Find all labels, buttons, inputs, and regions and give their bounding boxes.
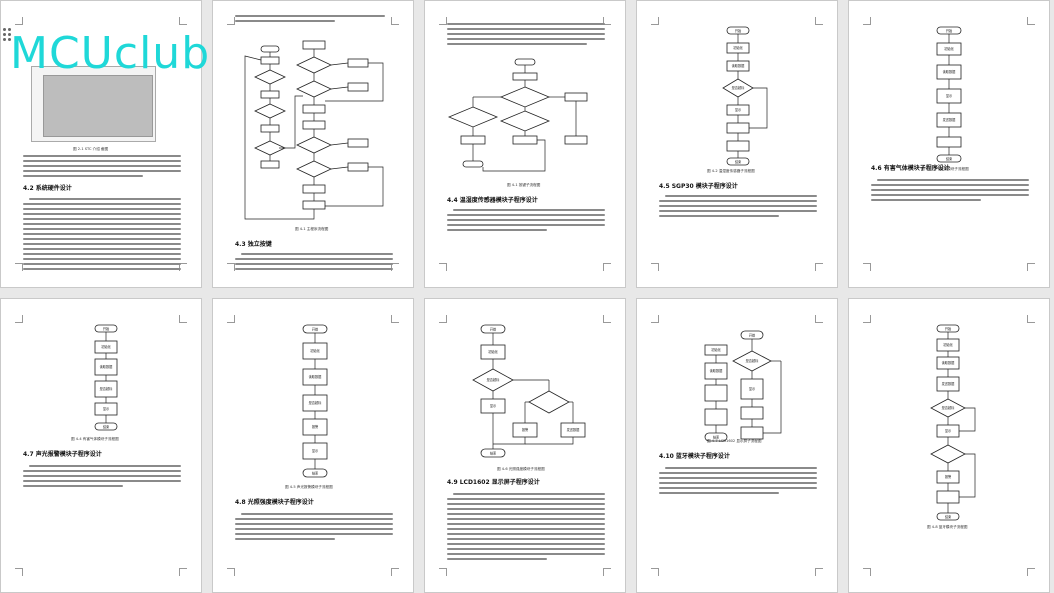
harmful-gas-flowchart: 开始 初始化 读取数据 是否超标 显示 结束 [94, 324, 118, 431]
page-1[interactable]: 图 2-1 STC 介绍 截图 4.2 系统硬件设计 [0, 0, 202, 288]
figure-caption: 图 4-8 蓝牙模块子流程图 [927, 525, 968, 529]
section-heading: 4.2 系统硬件设计 [23, 185, 72, 192]
svg-text:显示: 显示 [103, 407, 109, 411]
svg-text:是否超标: 是否超标 [309, 400, 323, 405]
svg-text:结束: 结束 [312, 471, 319, 476]
svg-text:报警: 报警 [945, 474, 952, 479]
page-8[interactable]: 开始 初始化 是否超标 显示 报警 发送数据 结束 [424, 298, 626, 593]
flow-start-label: 开始 [735, 28, 742, 33]
svg-text:初始化: 初始化 [944, 46, 954, 51]
section-heading: 4.9 LCD1602 显示屏子程序设计 [447, 479, 540, 486]
svg-text:显示: 显示 [749, 387, 755, 391]
svg-text:读取数据: 读取数据 [710, 368, 724, 373]
svg-text:初始化: 初始化 [101, 344, 111, 349]
svg-text:显示: 显示 [490, 404, 496, 408]
svg-text:结束: 结束 [103, 424, 110, 429]
figure-caption: 图 4-1 主程序流程图 [295, 227, 329, 231]
page-7[interactable]: 开始 初始化 读取数据 是否超标 报警 显示 结束 图 4-5 声光报警模块子流… [212, 298, 414, 593]
svg-text:报警: 报警 [522, 427, 529, 432]
svg-text:显示: 显示 [945, 429, 951, 433]
svg-text:显示: 显示 [735, 108, 741, 112]
light-intensity-flowchart: 开始 初始化 是否超标 显示 报警 发送数据 结束 [472, 324, 586, 458]
svg-text:初始化: 初始化 [943, 342, 953, 347]
figure-caption: 图 4-2 温湿度传感器子流程图 [707, 169, 755, 173]
svg-text:开始: 开始 [945, 326, 952, 331]
svg-text:初始化: 初始化 [310, 348, 320, 353]
page-6[interactable]: 开始 初始化 读取数据 是否超标 显示 结束 图 4-4 有害气体模块子流程图 … [0, 298, 202, 593]
svg-text:结束: 结束 [713, 435, 720, 440]
section-heading: 4.8 光照强度模块子程序设计 [235, 499, 314, 506]
figure-caption: 图 4-4 有害气体模块子流程图 [71, 437, 119, 441]
svg-text:读取数据: 读取数据 [309, 374, 323, 379]
figure-caption: 图 4-1 按键子流程图 [507, 183, 541, 187]
section-heading: 4.3 独立按键 [235, 241, 272, 248]
svg-text:初始化: 初始化 [733, 45, 743, 50]
svg-text:初始化: 初始化 [711, 347, 721, 352]
figure-caption: 图 4-7 LCD1602 显示屏子流程图 [707, 439, 762, 443]
svg-text:是否超标: 是否超标 [732, 85, 746, 90]
page-3[interactable]: 图 4-1 按键子流程图 4.4 温湿度传感器模块子程序设计 [424, 0, 626, 288]
air-quality-flowchart: 开始 初始化 读取数据 显示 发送数据 结束 [936, 26, 962, 163]
svg-text:报警: 报警 [312, 424, 319, 429]
svg-text:开始: 开始 [946, 28, 953, 33]
svg-text:初始化: 初始化 [488, 349, 498, 354]
sound-light-alarm-flowchart: 开始 初始化 读取数据 是否超标 报警 显示 结束 [302, 324, 328, 478]
main-flowchart [244, 40, 384, 220]
section-heading: 4.5 SGP30 模块子程序设计 [659, 183, 738, 190]
page-5[interactable]: 开始 初始化 读取数据 显示 发送数据 结束 图 4-3 空气检测模块子流程图 … [848, 0, 1050, 288]
page-2[interactable]: 图 4-1 主程序流程图 4.3 独立按键 [212, 0, 414, 288]
figure-caption: 图 4-6 光照强度模块子流程图 [497, 467, 545, 471]
svg-text:显示: 显示 [312, 449, 318, 453]
svg-text:读取数据: 读取数据 [100, 364, 114, 369]
lcd1602-flowchart: 开始 是否超标 显示 初始化 读取数据 结束 [704, 330, 782, 442]
temp-humidity-flowchart: 开始 初始化 读取数据 是否超标 显示 结束 [722, 26, 768, 166]
section-heading: 4.6 有害气体模块子程序设计 [871, 165, 950, 172]
drag-handle-icon[interactable] [3, 28, 15, 42]
svg-text:结束: 结束 [945, 514, 952, 519]
svg-text:是否超标: 是否超标 [100, 386, 114, 391]
screenshot-image [43, 75, 153, 137]
svg-text:发送数据: 发送数据 [942, 381, 956, 386]
svg-text:是否超标: 是否超标 [746, 358, 760, 363]
figure-caption: 图 4-5 声光报警模块子流程图 [285, 485, 333, 489]
svg-text:显示: 显示 [946, 94, 952, 98]
svg-text:结束: 结束 [735, 159, 742, 164]
svg-text:是否超标: 是否超标 [942, 405, 956, 410]
page-4[interactable]: 开始 初始化 读取数据 是否超标 显示 结束 图 4-2 温湿度传感器子流程图 … [636, 0, 838, 288]
svg-text:结束: 结束 [490, 451, 497, 456]
key-flowchart [447, 58, 588, 172]
svg-text:发送数据: 发送数据 [943, 117, 957, 122]
figure-caption: 图 2-1 STC 介绍 截图 [73, 147, 109, 151]
svg-text:是否超标: 是否超标 [487, 377, 501, 382]
svg-text:开始: 开始 [103, 326, 110, 331]
svg-text:读取数据: 读取数据 [943, 69, 957, 74]
svg-text:开始: 开始 [312, 327, 319, 332]
section-heading: 4.4 温湿度传感器模块子程序设计 [447, 197, 538, 204]
svg-text:发送数据: 发送数据 [567, 427, 581, 432]
page-9[interactable]: 开始 是否超标 显示 初始化 读取数据 结束 图 4-7 [636, 298, 838, 593]
svg-text:读取数据: 读取数据 [942, 360, 956, 365]
svg-text:结束: 结束 [946, 156, 953, 161]
svg-text:开始: 开始 [749, 333, 756, 338]
section-heading: 4.7 声光报警模块子程序设计 [23, 451, 102, 458]
svg-text:读取数据: 读取数据 [732, 63, 746, 68]
bluetooth-flowchart: 开始 初始化 读取数据 发送数据 是否超标 显示 报警 结束 [930, 324, 976, 521]
section-heading: 4.10 蓝牙模块子程序设计 [659, 453, 730, 460]
watermark-logo: MCUclub [10, 28, 211, 79]
page-10[interactable]: 开始 初始化 读取数据 发送数据 是否超标 显示 报警 结束 [848, 298, 1050, 593]
figure-caption: 图 4-3 空气检测模块子流程图 [921, 167, 969, 171]
svg-text:开始: 开始 [490, 327, 497, 332]
